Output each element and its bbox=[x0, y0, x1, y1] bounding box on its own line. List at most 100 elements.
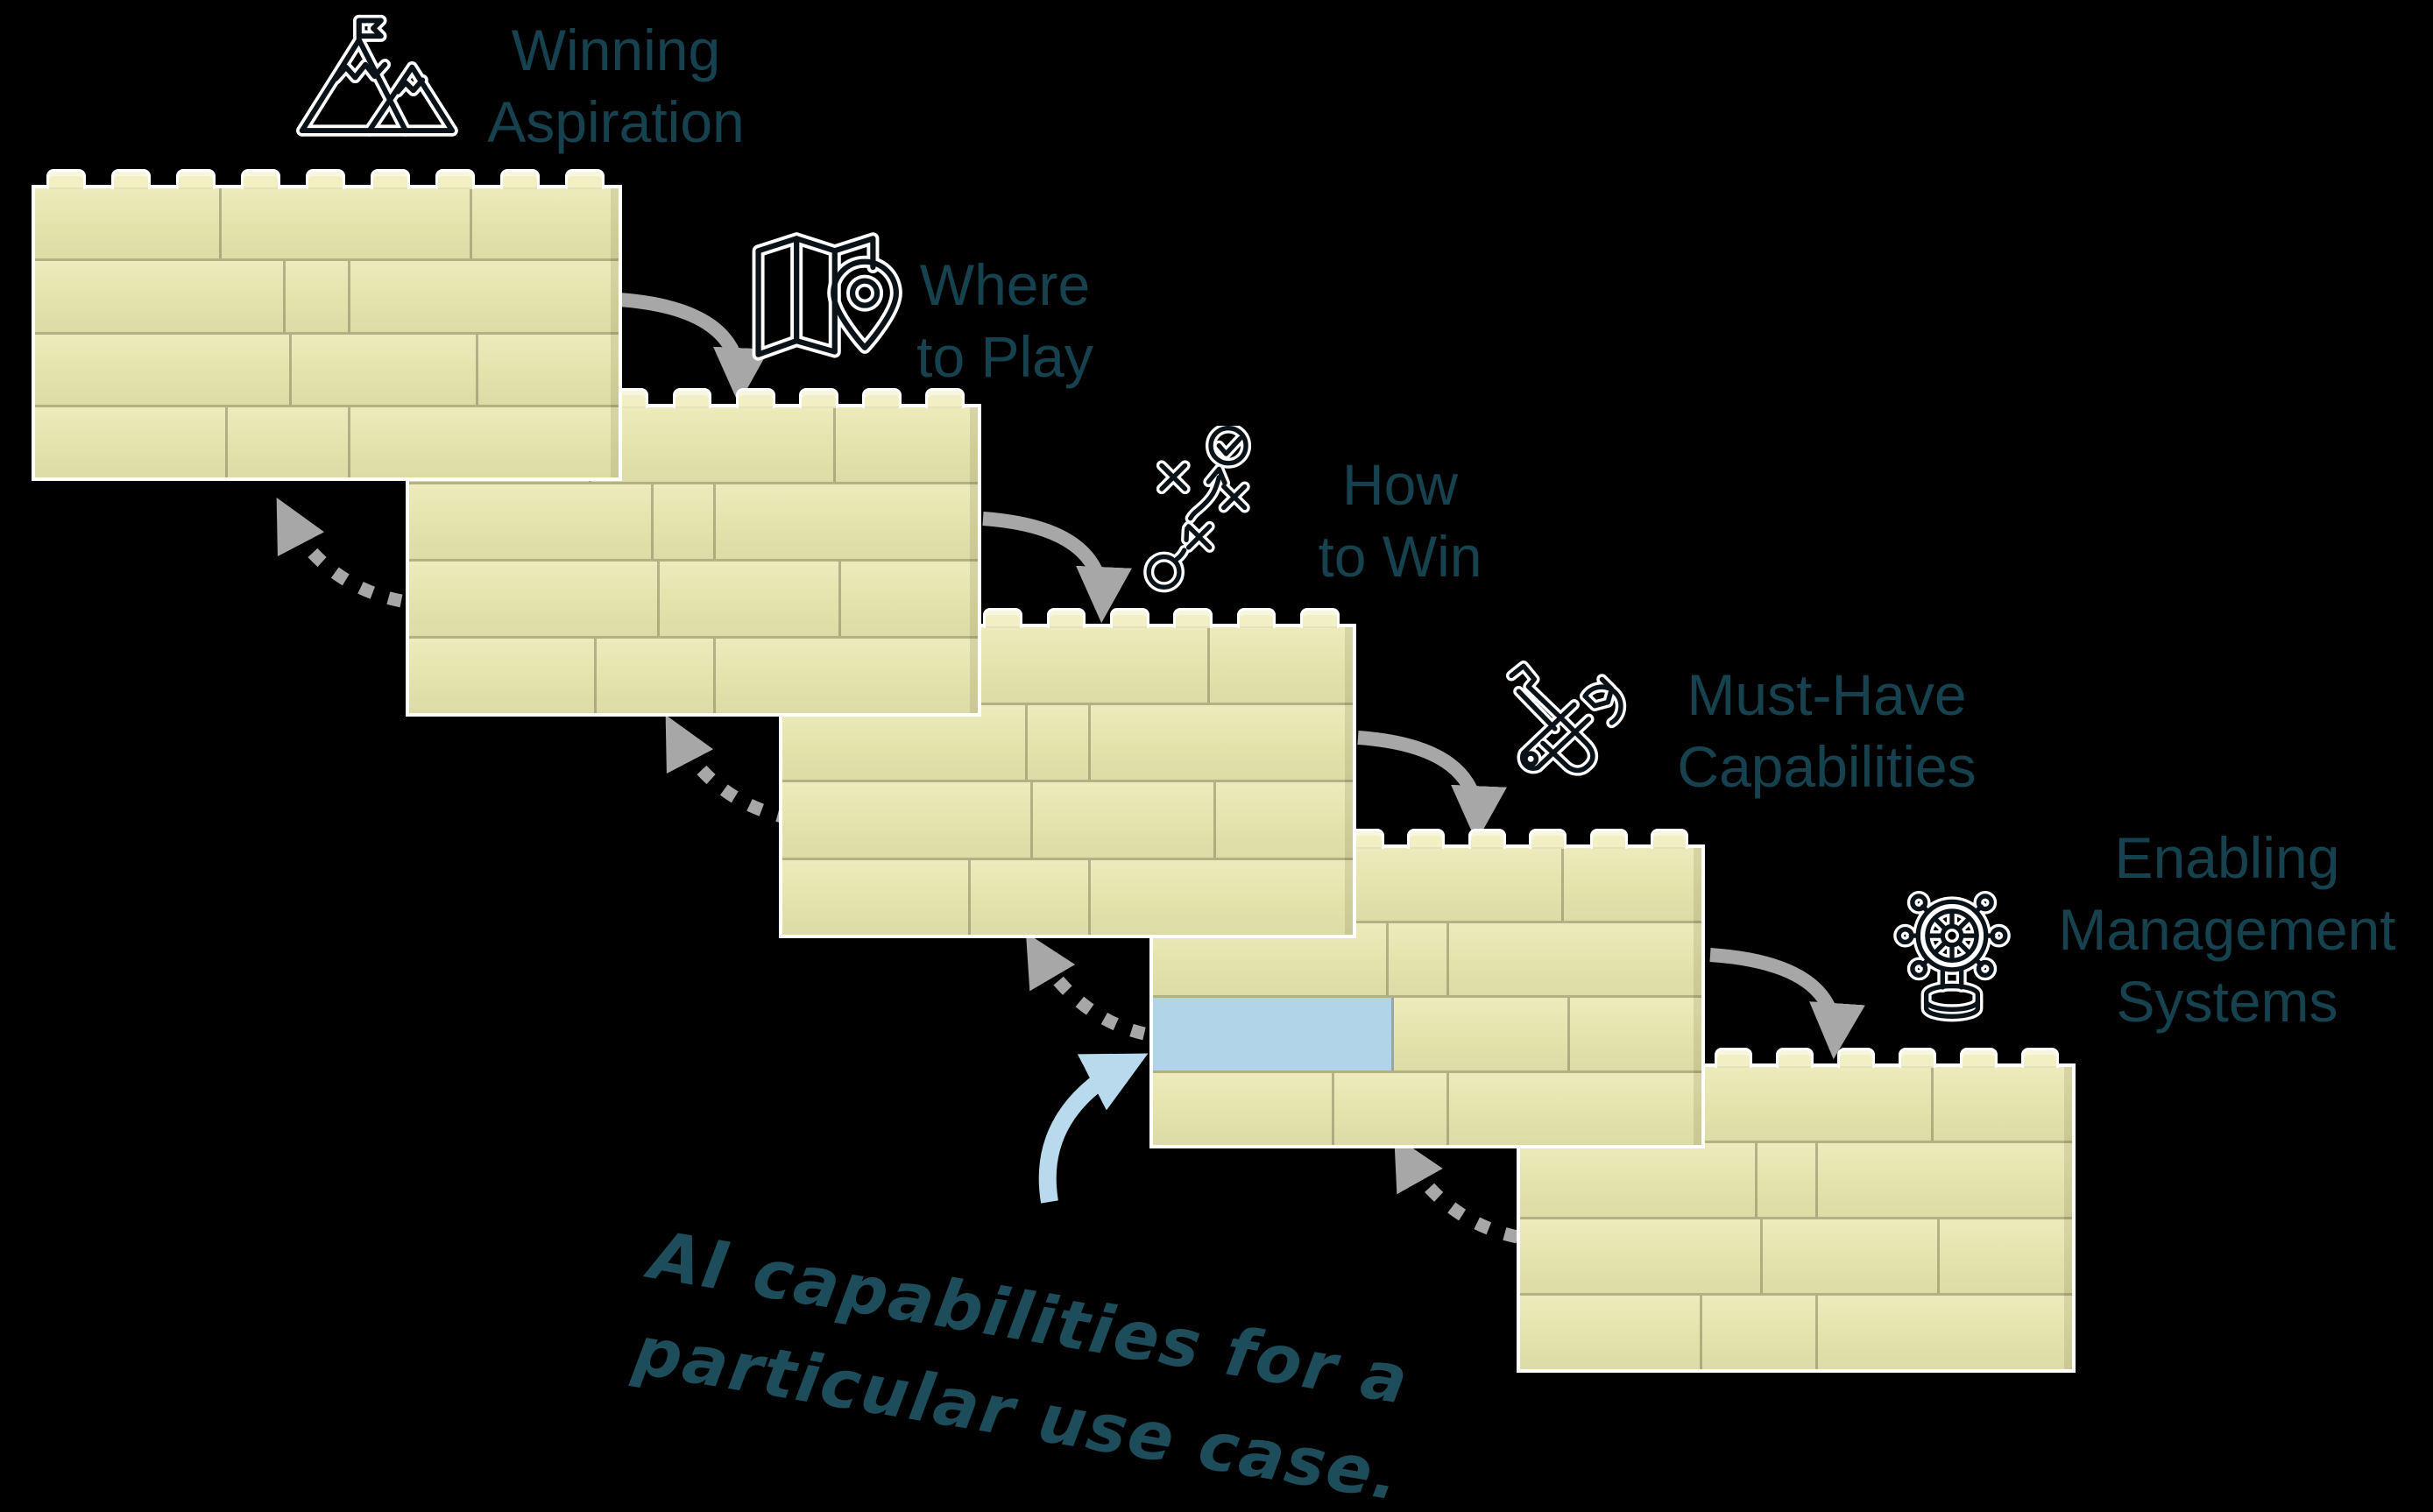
brick-stud bbox=[1236, 608, 1277, 628]
brick bbox=[716, 484, 978, 559]
brick bbox=[35, 406, 228, 477]
brick-stud bbox=[305, 169, 346, 189]
brick bbox=[716, 639, 978, 713]
step-label-must-have-capabilities: Must-Have Capabilities bbox=[1573, 659, 2081, 802]
brick bbox=[35, 188, 223, 259]
step-label-line: Capabilities bbox=[1677, 734, 1977, 799]
brick bbox=[1153, 1072, 1334, 1145]
brick bbox=[1210, 627, 1353, 703]
brick-ai-highlight bbox=[1153, 998, 1395, 1070]
brick bbox=[1569, 998, 1701, 1070]
step-label-line: Systems bbox=[2116, 969, 2338, 1034]
cascade-arrow-1 bbox=[618, 293, 769, 405]
brick bbox=[1449, 922, 1701, 995]
brick-stud bbox=[435, 169, 476, 189]
brick bbox=[841, 562, 978, 636]
brick-row bbox=[409, 636, 978, 713]
brick bbox=[1328, 848, 1565, 921]
brick bbox=[1520, 1296, 1702, 1369]
brick-row bbox=[409, 559, 978, 636]
step-label-line: Enabling bbox=[2114, 825, 2340, 890]
brick bbox=[1153, 922, 1390, 995]
brick-stud bbox=[1651, 829, 1689, 849]
brick-stud bbox=[1589, 829, 1628, 849]
brick bbox=[409, 562, 660, 636]
brick bbox=[1449, 1072, 1701, 1145]
brick bbox=[409, 639, 598, 713]
step-label-how-to-win: How to Win bbox=[1172, 449, 1628, 592]
brick bbox=[350, 406, 619, 477]
brick-row bbox=[1520, 1293, 2072, 1369]
brick bbox=[286, 261, 350, 332]
brick-wall-winning-aspiration bbox=[32, 169, 622, 481]
brick bbox=[1701, 1296, 1819, 1369]
step-label-where-to-play: Where to Play bbox=[777, 249, 1233, 392]
brick bbox=[597, 639, 717, 713]
brick bbox=[478, 334, 619, 405]
brick-row bbox=[35, 188, 619, 259]
brick bbox=[1818, 1143, 2072, 1217]
brick bbox=[654, 484, 717, 559]
brick-row bbox=[35, 404, 619, 477]
feedback-arrow-3 bbox=[1025, 932, 1146, 1041]
brick-stud bbox=[1714, 1048, 1753, 1068]
brick-stud bbox=[672, 388, 712, 408]
brick bbox=[1215, 782, 1353, 858]
brick-row bbox=[782, 780, 1353, 858]
ship-wheel-icon bbox=[1886, 880, 2018, 1029]
brick-row bbox=[1520, 1141, 2072, 1217]
brick-row bbox=[1153, 995, 1701, 1070]
brick-stud bbox=[2020, 1048, 2060, 1068]
brick-row bbox=[782, 857, 1353, 935]
brick bbox=[1564, 848, 1701, 921]
strategy-play-icon bbox=[1142, 426, 1273, 604]
step-label-line: to Play bbox=[916, 324, 1093, 389]
brick-stud bbox=[1299, 608, 1340, 628]
brick-row bbox=[1520, 1217, 2072, 1293]
brick bbox=[970, 859, 1091, 935]
step-label-line: Where bbox=[919, 252, 1091, 317]
brick bbox=[591, 407, 836, 482]
brick bbox=[782, 859, 971, 935]
cascade-arrow-3 bbox=[1357, 731, 1507, 843]
brick-stud bbox=[1898, 1048, 1937, 1068]
brick bbox=[965, 627, 1211, 703]
brick-stud bbox=[370, 169, 411, 189]
brick bbox=[1939, 1219, 2072, 1293]
brick bbox=[1757, 1143, 1819, 1217]
brick bbox=[659, 562, 842, 636]
brick-stud bbox=[110, 169, 152, 189]
brick bbox=[1520, 1219, 1764, 1293]
brick bbox=[409, 484, 654, 559]
brick-stud bbox=[564, 169, 605, 189]
brick bbox=[292, 334, 479, 405]
brick bbox=[35, 334, 293, 405]
annotation-arrow bbox=[1038, 1053, 1149, 1204]
brick bbox=[1934, 1067, 2072, 1141]
brick-row bbox=[35, 258, 619, 332]
brick-stud bbox=[1407, 829, 1446, 849]
step-label-line: Must-Have bbox=[1687, 662, 1967, 727]
brick bbox=[1696, 1067, 1934, 1141]
brick-stud bbox=[175, 169, 216, 189]
brick bbox=[1090, 704, 1353, 780]
step-label-line: Aspiration bbox=[487, 89, 745, 154]
brick bbox=[472, 188, 619, 259]
brick bbox=[227, 406, 350, 477]
feedback-arrow-4 bbox=[1394, 1135, 1519, 1244]
brick bbox=[1333, 1072, 1450, 1145]
brick-stud bbox=[983, 608, 1023, 628]
step-label-line: How bbox=[1341, 452, 1459, 517]
brick bbox=[222, 188, 473, 259]
brick-stud bbox=[925, 388, 965, 408]
brick-stud bbox=[240, 169, 281, 189]
brick-row bbox=[409, 482, 978, 559]
brick-stud bbox=[1173, 608, 1213, 628]
cascade-arrow-2 bbox=[982, 512, 1132, 624]
brick bbox=[1090, 859, 1353, 935]
step-label-winning-aspiration: Winning Aspiration bbox=[388, 14, 844, 158]
brick-stud bbox=[46, 169, 87, 189]
